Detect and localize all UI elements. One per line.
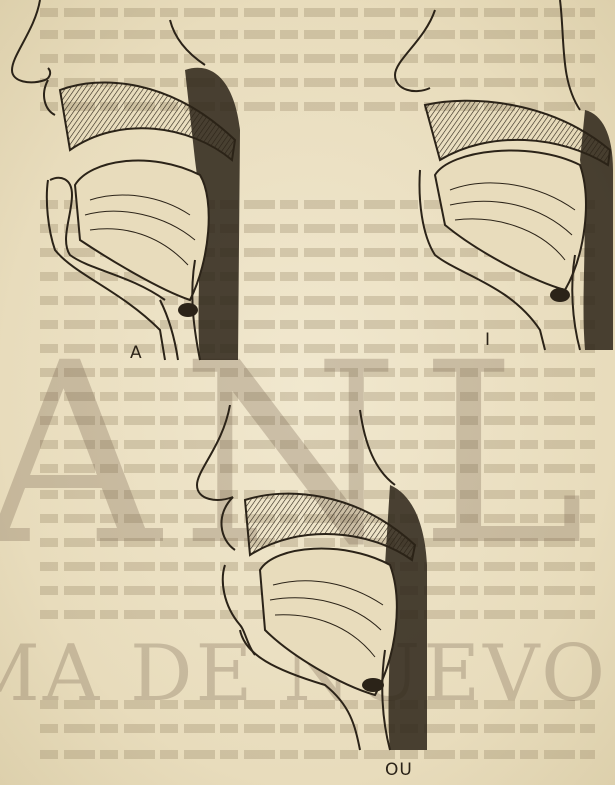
figure-label-i: I	[485, 330, 491, 350]
figure-vowel-ou: OU	[185, 405, 435, 780]
figure-label-ou: OU	[385, 760, 413, 780]
mouth-section-illustration-ou	[185, 405, 435, 755]
mouth-section-illustration-i	[380, 0, 615, 370]
figure-vowel-a: A	[0, 0, 245, 370]
figure-label-a: A	[130, 343, 143, 363]
figure-vowel-i: I	[380, 0, 615, 370]
mouth-section-illustration-a	[0, 0, 245, 370]
